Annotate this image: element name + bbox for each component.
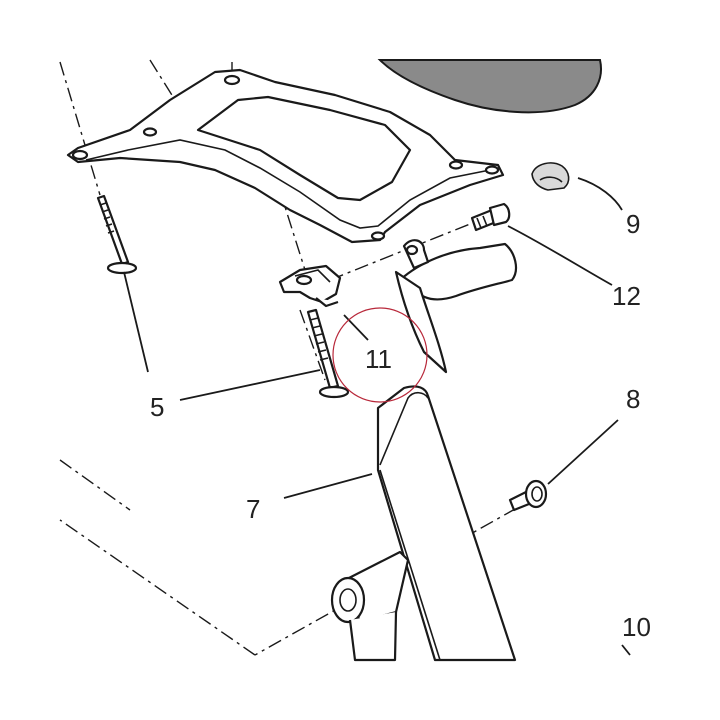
mounting-bracket xyxy=(66,68,505,244)
callout-5: 5 xyxy=(150,392,164,422)
callout-8: 8 xyxy=(626,384,640,414)
bolt-part-12 xyxy=(470,202,511,232)
post-part-7 xyxy=(376,385,517,662)
long-bolt-left-part-5 xyxy=(96,194,138,275)
cap-nut-part-9 xyxy=(531,162,570,191)
base-support-part-10 xyxy=(330,550,410,662)
long-bolt-middle-part-5 xyxy=(306,308,350,399)
callout-11: 11 xyxy=(365,344,392,374)
callout-9: 9 xyxy=(626,209,640,239)
callout-7: 7 xyxy=(246,494,260,524)
cable-assembly xyxy=(394,239,518,374)
highlight-circle xyxy=(332,307,428,403)
clip-part-11 xyxy=(278,264,342,308)
leader-lines xyxy=(123,177,631,656)
seat-pad xyxy=(377,59,602,114)
screw-part-8 xyxy=(508,479,548,512)
callout-12: 12 xyxy=(612,281,641,311)
callout-10: 10 xyxy=(622,612,651,642)
